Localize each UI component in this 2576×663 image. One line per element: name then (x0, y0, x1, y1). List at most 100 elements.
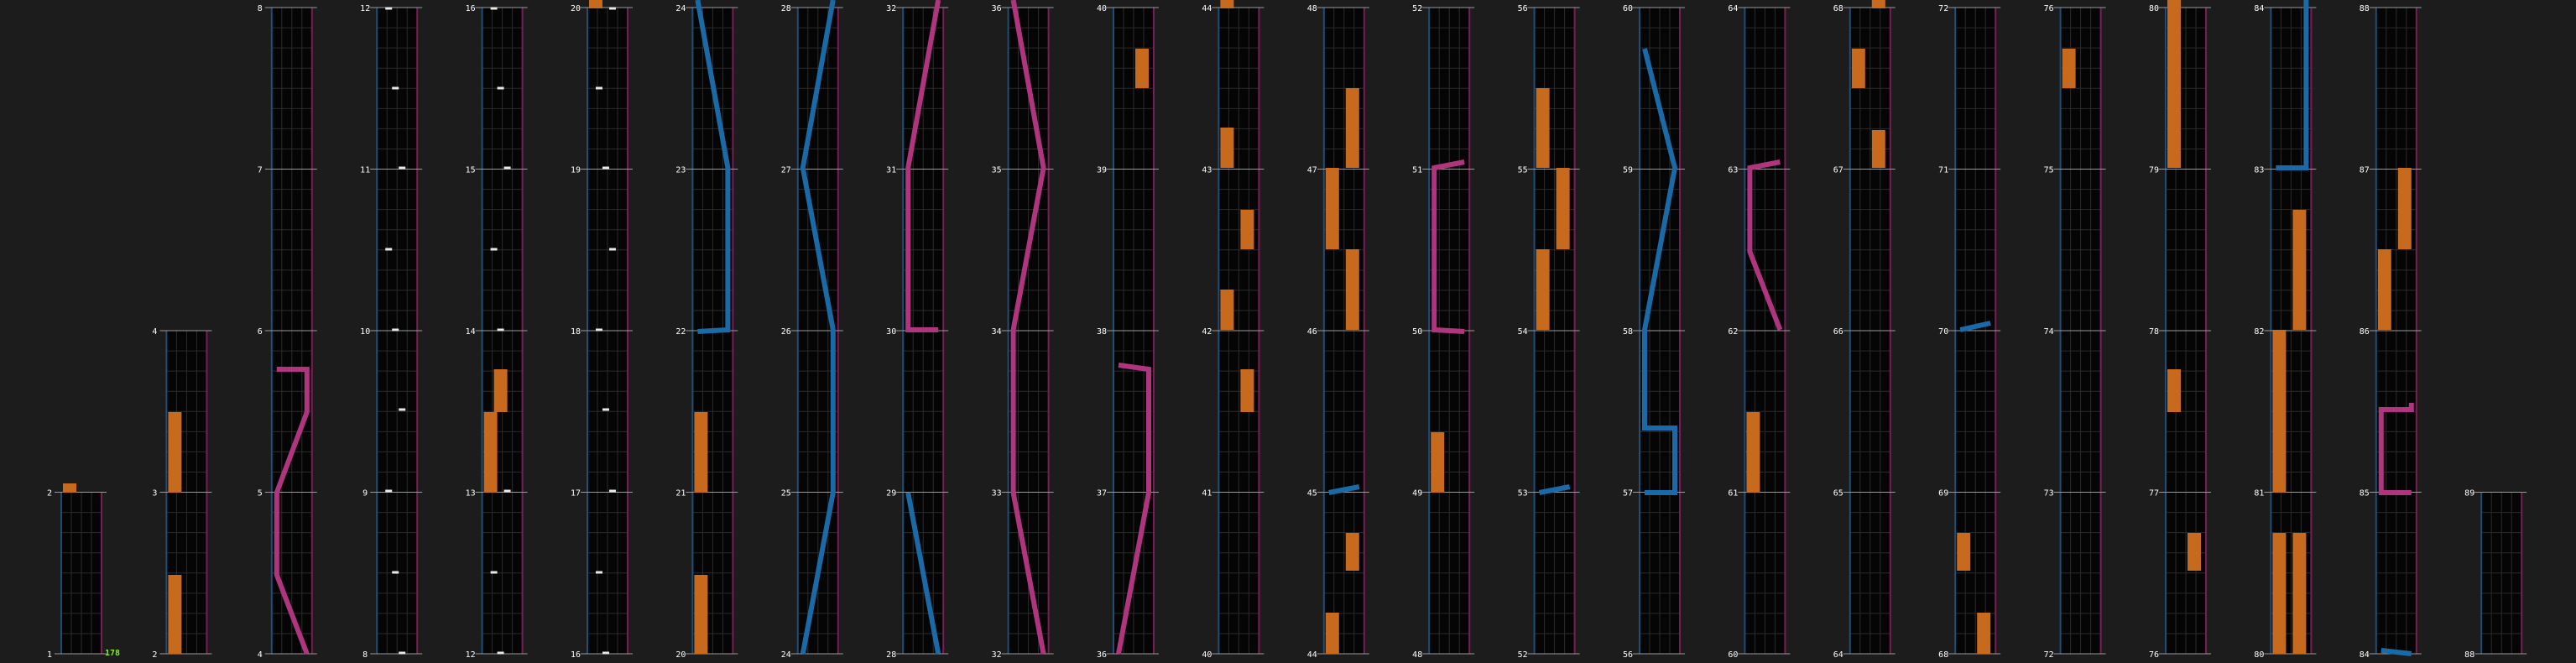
measure-number-34: 34 (992, 327, 1002, 337)
left-arrow-stream (1642, 48, 1678, 495)
measure-number-12: 12 (360, 4, 370, 13)
measure-number-60: 60 (1728, 650, 1738, 660)
measure-number-15: 15 (466, 166, 476, 175)
measure-number-53: 53 (1518, 489, 1528, 499)
measure-number-22: 22 (675, 327, 686, 337)
freeze-note (1345, 249, 1359, 330)
measure-number-84: 84 (2360, 650, 2370, 660)
right-arrow-stream (905, 0, 941, 332)
measure-number-26: 26 (781, 327, 791, 337)
freeze-note (2292, 533, 2307, 654)
measure-number-33: 33 (992, 489, 1002, 499)
measure-number-31: 31 (886, 166, 896, 175)
measure-number-24: 24 (675, 4, 686, 13)
measure-number-72: 72 (1938, 4, 1948, 13)
measure-number-32: 32 (992, 650, 1002, 660)
measure-number-4: 4 (152, 327, 157, 337)
measure-number-76: 76 (2149, 650, 2159, 660)
measure-number-48: 48 (1412, 650, 1422, 660)
measure-number-56: 56 (1518, 4, 1528, 13)
measure-number-37: 37 (1097, 489, 1107, 499)
freeze-note (1135, 49, 1149, 88)
measure-number-5: 5 (258, 489, 263, 499)
tap-note (497, 651, 504, 655)
measure-number-76: 76 (2044, 4, 2054, 13)
measure-number-1: 1 (47, 650, 52, 660)
measure-number-16: 16 (466, 4, 476, 13)
freeze-note (2292, 210, 2307, 330)
measure-number-2: 2 (152, 650, 157, 660)
freeze-note (1871, 130, 1885, 168)
measure-number-27: 27 (781, 166, 791, 175)
measure-number-17: 17 (571, 489, 581, 499)
freeze-note (1871, 0, 1885, 8)
tap-note (392, 571, 399, 574)
tap-note (385, 248, 393, 251)
measure-number-80: 80 (2254, 650, 2264, 660)
measure-number-73: 73 (2044, 489, 2054, 499)
tap-note (602, 166, 609, 170)
left-arrow-stream (800, 0, 836, 655)
tap-note (497, 328, 504, 332)
tap-note (385, 489, 393, 493)
measure-number-88: 88 (2360, 4, 2370, 13)
measure-number-86: 86 (2360, 327, 2370, 337)
tap-note (392, 328, 399, 332)
measure-number-68: 68 (1938, 650, 1948, 660)
measure-number-67: 67 (1833, 166, 1843, 175)
measure-number-80: 80 (2149, 4, 2159, 13)
measure-number-40: 40 (1202, 650, 1212, 660)
measure-number-82: 82 (2254, 327, 2264, 337)
measure-number-9: 9 (362, 489, 368, 499)
freeze-note (1345, 88, 1359, 168)
tap-note (602, 408, 609, 411)
freeze-note (2377, 249, 2391, 330)
freeze-note (1220, 0, 1234, 8)
tap-note (392, 86, 399, 90)
measure-number-10: 10 (360, 327, 370, 337)
bpm-label: 178 (105, 649, 120, 658)
tap-note (497, 86, 504, 90)
freeze-note (168, 412, 182, 493)
measure-number-51: 51 (1412, 166, 1422, 175)
measure-number-40: 40 (1097, 4, 1107, 13)
measure-number-63: 63 (1728, 166, 1738, 175)
measure-number-20: 20 (571, 4, 581, 13)
measure-number-35: 35 (992, 166, 1002, 175)
right-arrow-stream (1431, 159, 1465, 334)
measure-number-4: 4 (258, 650, 263, 660)
measure-number-61: 61 (1728, 489, 1738, 499)
measure-number-49: 49 (1412, 489, 1422, 499)
measure-number-64: 64 (1728, 4, 1738, 13)
tap-note (596, 571, 602, 574)
measure-number-28: 28 (781, 4, 791, 13)
measure-number-20: 20 (675, 650, 686, 660)
freeze-note (2062, 49, 2076, 88)
measure-number-68: 68 (1833, 4, 1843, 13)
left-arrow-stream (905, 492, 941, 655)
freeze-note (1220, 128, 1234, 168)
measure-number-59: 59 (1623, 166, 1633, 175)
measure-number-64: 64 (1833, 650, 1843, 660)
tap-note (399, 166, 406, 170)
tap-note (490, 571, 498, 574)
measure-number-70: 70 (1938, 327, 1948, 337)
right-arrow-stream (274, 367, 310, 655)
measure-number-71: 71 (1938, 166, 1948, 175)
measure-number-83: 83 (2254, 166, 2264, 175)
tap-note (503, 489, 511, 493)
measure-number-66: 66 (1833, 327, 1843, 337)
measure-number-55: 55 (1518, 166, 1528, 175)
freeze-note (1325, 168, 1339, 249)
measure-number-8: 8 (258, 4, 263, 13)
measure-number-81: 81 (2254, 489, 2264, 499)
tap-note (609, 489, 616, 493)
left-arrow-stream (1539, 484, 1571, 495)
measure-number-44: 44 (1202, 4, 1212, 13)
freeze-note (1977, 613, 1991, 654)
freeze-note (2188, 533, 2201, 571)
measure-number-87: 87 (2360, 166, 2370, 175)
freeze-note (168, 575, 182, 654)
